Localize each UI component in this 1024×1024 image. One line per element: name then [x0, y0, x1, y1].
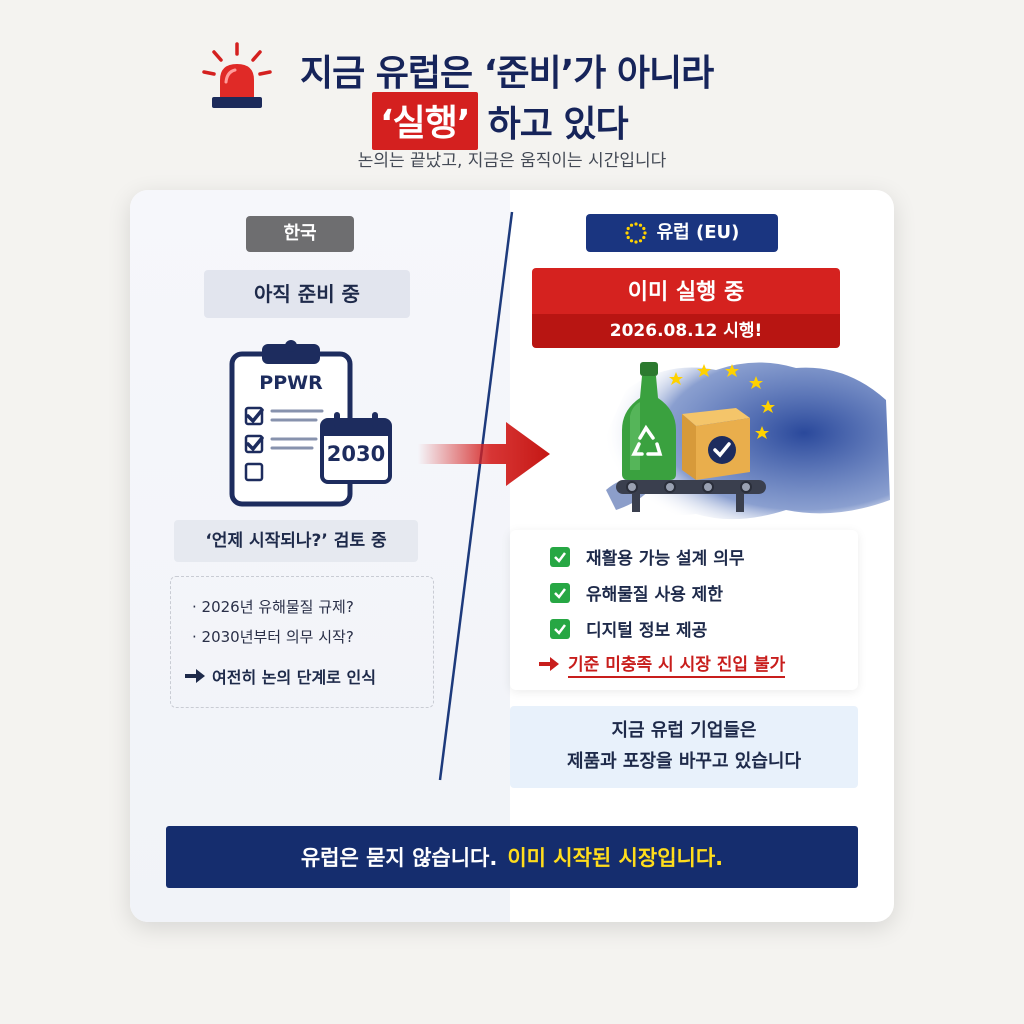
check-icon	[550, 582, 570, 603]
market-warning-text: 기준 미충족 시 시장 진입 불가	[568, 650, 786, 678]
eu-badge-text: 유럽 (EU)	[656, 222, 740, 243]
korea-conclusion: 여전히 논의 단계로 인식	[184, 664, 376, 688]
banner-text-yellow: 이미 시작된 시장입니다.	[507, 846, 724, 870]
title-line-1: 지금 유럽은 ‘준비’가 아니라	[300, 53, 714, 94]
question-item: · 2026년 유해물질 규제?	[192, 598, 354, 616]
arrow-right-icon	[539, 657, 559, 671]
rule-item: 재활용 가능 설계 의무	[550, 544, 745, 569]
market-warning: 기준 미충족 시 시장 진입 불가	[538, 650, 786, 678]
eu-badge: 유럽 (EU)	[586, 214, 778, 252]
divider-line	[438, 211, 514, 781]
footer-banner: 유럽은 묻지 않습니다. 이미 시작된 시장입니다.	[166, 826, 858, 888]
recycle-bottle-icon	[622, 362, 676, 480]
eu-date: 2026.08.12 시행!	[532, 314, 840, 348]
rule-text: 재활용 가능 설계 의무	[586, 549, 745, 569]
title-highlight: ‘실행’	[372, 92, 478, 150]
eu-note-line: 제품과 포장을 바꾸고 있습니다	[566, 751, 802, 772]
clipboard-group: PPWR 2030	[226, 340, 396, 510]
siren-icon	[202, 42, 272, 108]
box-check-icon	[682, 408, 750, 480]
eu-note-line: 지금 유럽 기업들은	[611, 720, 757, 741]
question-box	[170, 576, 434, 708]
rule-text: 유해물질 사용 제한	[586, 585, 723, 605]
question-item: · 2030년부터 의무 시작?	[192, 628, 354, 646]
check-icon	[550, 618, 570, 639]
eu-stars-icon	[625, 222, 647, 244]
check-icon	[550, 546, 570, 567]
eu-note-box	[510, 706, 858, 788]
rule-text: 디지털 정보 제공	[586, 621, 708, 641]
eu-stars-icon	[669, 364, 775, 439]
eu-map-illustration	[603, 362, 890, 520]
arrow-right-icon	[418, 422, 550, 486]
review-label: ‘언제 시작되나?’ 검토 중	[174, 520, 418, 562]
arrow-right-icon	[185, 669, 205, 683]
subtitle: 논의는 끝났고, 지금은 움직이는 시간입니다	[357, 151, 667, 171]
rule-item: 디지털 정보 제공	[550, 616, 707, 641]
clipboard-label: PPWR	[259, 372, 323, 394]
korea-status: 아직 준비 중	[204, 270, 410, 318]
korea-conclusion-text: 여전히 논의 단계로 인식	[212, 668, 376, 687]
comparison-card: 한국 아직 준비 중	[130, 190, 894, 922]
rule-item: 유해물질 사용 제한	[550, 580, 723, 605]
banner-text-white: 유럽은 묻지 않습니다.	[300, 846, 498, 870]
korea-badge: 한국	[246, 216, 354, 252]
clipboard-icon	[229, 340, 392, 507]
calendar-icon	[320, 412, 392, 484]
eu-status: 이미 실행 중	[532, 268, 840, 318]
title-line-2: ‘실행’ 하고 있다	[372, 92, 629, 150]
title-line-2-rest: 하고 있다	[487, 104, 629, 145]
calendar-year: 2030	[326, 442, 386, 466]
